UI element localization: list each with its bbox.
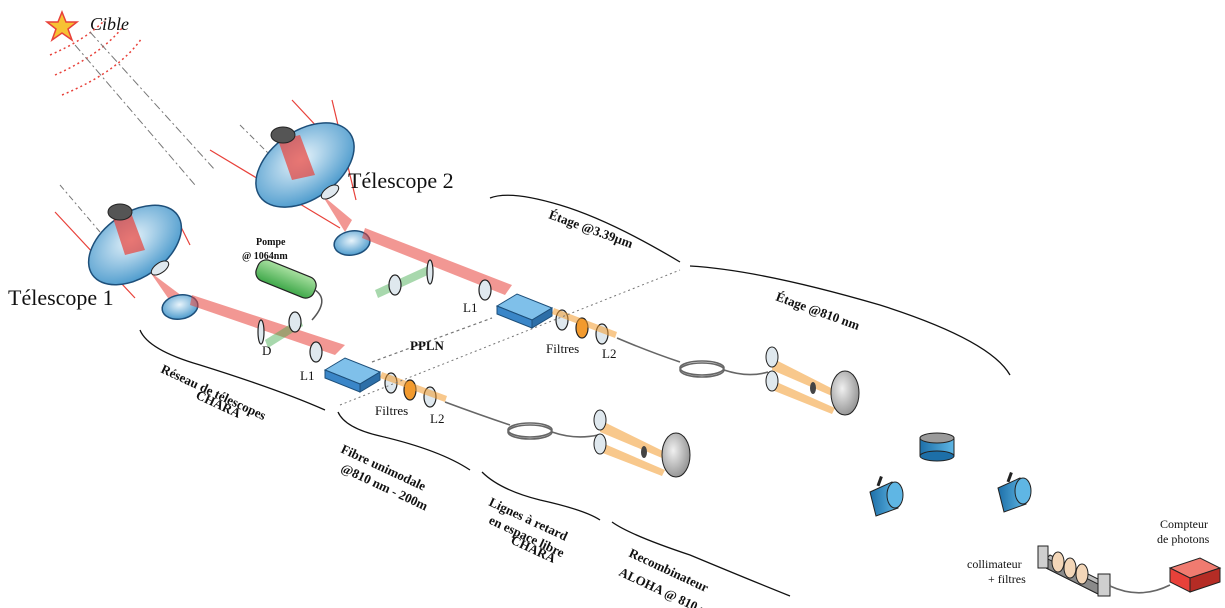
target-star-icon: [44, 9, 80, 42]
cylinder-right: [997, 472, 1032, 513]
ir-beam-1: [190, 295, 345, 355]
svg-text:Réseau de télescopes: Réseau de télescopes: [159, 361, 269, 423]
cylinder-left: [869, 475, 904, 517]
collimator-label-2: + filtres: [988, 572, 1026, 586]
recombiner-2: [765, 346, 860, 416]
stage-339-label: Étage @3.39µm: [547, 207, 635, 251]
counter-label-2: de photons: [1157, 532, 1210, 546]
filters-a-label: Filtres: [375, 403, 408, 418]
counter-label-1: Compteur: [1160, 517, 1208, 531]
section-recombiner: Recombinateur ALOHA @ 810 nm: [617, 545, 720, 608]
telescope-1-label: Télescope 1: [8, 285, 114, 310]
photon-counter: [1168, 557, 1222, 593]
stage-divider: [339, 269, 681, 406]
collimator-bench: [1037, 545, 1171, 597]
filters-b-label: Filtres: [546, 341, 579, 356]
ppln-label: PPLN: [410, 338, 445, 353]
recombiner-1: [593, 409, 691, 478]
line-of-sight: [74, 31, 216, 186]
fiber-1: [444, 401, 599, 440]
lens1-b-label: L1: [463, 300, 477, 315]
collimator-label-1: collimateur: [967, 557, 1022, 571]
lenses-arm-1: [257, 311, 437, 408]
lens2-b-label: L2: [602, 346, 616, 361]
fiber-2: [616, 337, 769, 378]
lens2-a-label: L2: [430, 411, 444, 426]
section-chara-array: Réseau de télescopes CHARA: [159, 361, 269, 423]
visible-beam-2: [552, 308, 617, 338]
visible-beam-1: [380, 372, 447, 402]
ir-beam-2: [362, 228, 512, 295]
telescope-2: [209, 99, 371, 256]
wavefronts: [49, 19, 143, 96]
stage-810-label: Étage @810 nm: [774, 289, 862, 333]
ppln-crystal-2: [495, 293, 554, 329]
lens1-a-label: L1: [300, 368, 314, 383]
target-label: Cible: [90, 14, 129, 34]
dichroic-label: D: [262, 343, 271, 358]
cylinder-top: [919, 432, 955, 462]
pump-label-2: @ 1064nm: [242, 251, 288, 262]
telescope-1: [54, 184, 199, 320]
pump-laser: [255, 259, 432, 348]
stage-braces: [139, 194, 1011, 597]
pump-label-1: Pompe: [256, 237, 286, 248]
section-fiber: Fibre unimodale @810 nm - 200m: [339, 441, 431, 513]
telescope-2-label: Télescope 2: [348, 168, 454, 193]
ppln-crystal-1: [323, 357, 382, 393]
